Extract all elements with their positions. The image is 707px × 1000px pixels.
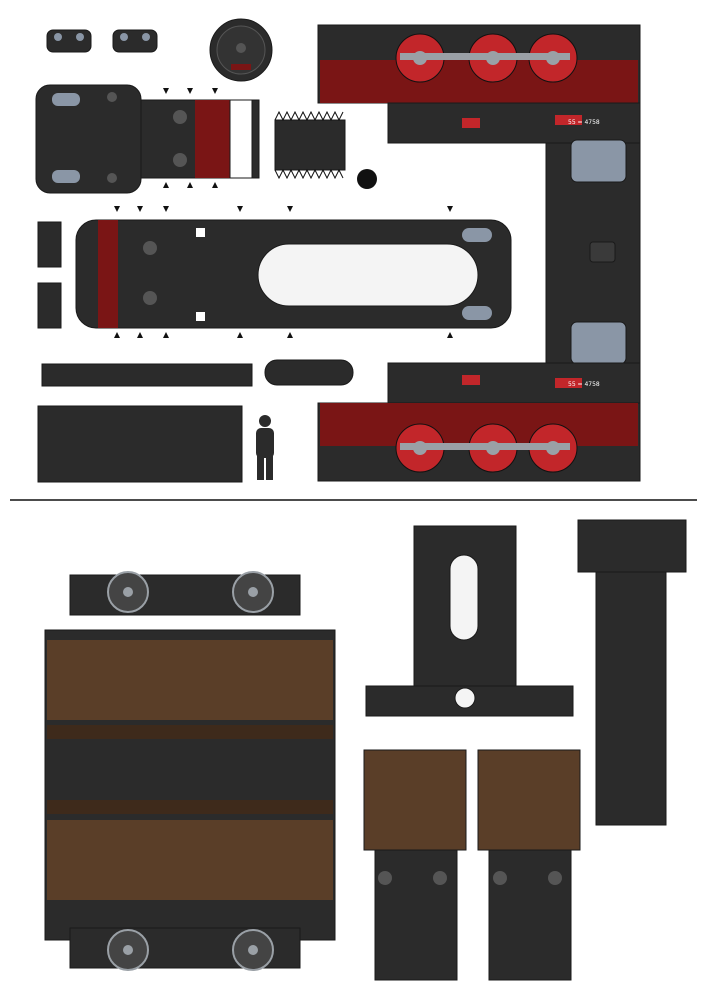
small-side-piece-1: [37, 221, 62, 268]
small-side-piece-2: [37, 282, 62, 329]
fold-arrow-icon: [163, 182, 169, 188]
connecting-rod: [400, 53, 570, 60]
fold-arrow-icon: [237, 206, 243, 212]
fold-arrow-icon: [187, 182, 193, 188]
smokebox-door: [209, 18, 273, 82]
zigzag-part-top: [274, 110, 346, 180]
wheel-icon: [232, 571, 274, 613]
fold-arrow-icon: [137, 206, 143, 212]
oval-plate: [264, 359, 354, 386]
chimney-cap: [357, 169, 377, 189]
connecting-rod: [400, 443, 570, 450]
wheel-set-top: [395, 33, 578, 83]
fold-arrow-icon: [163, 332, 169, 338]
fold-arrow-icon: [163, 88, 169, 94]
tall-t-piece: [577, 519, 687, 826]
small-part-knobs-left: [46, 29, 92, 53]
side-number-label-top: 55 = 4758: [568, 119, 600, 126]
tender-wheels: [107, 571, 274, 971]
wheel-icon: [107, 571, 149, 613]
tender-body: [44, 574, 336, 969]
small-tender-box-right: [477, 749, 581, 981]
front-end-piece: [35, 84, 260, 194]
fold-arrow-icon: [237, 332, 243, 338]
small-tender-box-left: [363, 749, 467, 981]
boiler-top-piece: [75, 219, 512, 329]
fold-arrow-icon: [447, 206, 453, 212]
fold-arrow-icon: [114, 332, 120, 338]
fold-arrow-icons: [114, 88, 453, 338]
fold-arrow-icon: [114, 206, 120, 212]
small-part-knobs-right: [112, 29, 158, 53]
fold-arrow-icon: [137, 332, 143, 338]
side-number-label-bottom: 55 = 4758: [568, 381, 600, 388]
wheel-set-bottom: [395, 423, 578, 473]
zigzag-part-strip: [41, 363, 253, 387]
fold-arrow-icon: [212, 88, 218, 94]
fold-arrow-icon: [447, 332, 453, 338]
fold-arrow-icon: [187, 88, 193, 94]
person-figure-icon: [256, 415, 274, 480]
black-panel: [37, 405, 243, 483]
wheel-icon: [232, 929, 274, 971]
fold-arrow-icon: [287, 206, 293, 212]
fold-arrow-icon: [163, 206, 169, 212]
fold-arrow-icon: [287, 332, 293, 338]
fold-arrow-icon: [212, 182, 218, 188]
cab-roof-piece: [365, 525, 574, 717]
wheel-icon: [107, 929, 149, 971]
locomotive-body: 55 = 4758 55 = 4758: [317, 24, 641, 482]
